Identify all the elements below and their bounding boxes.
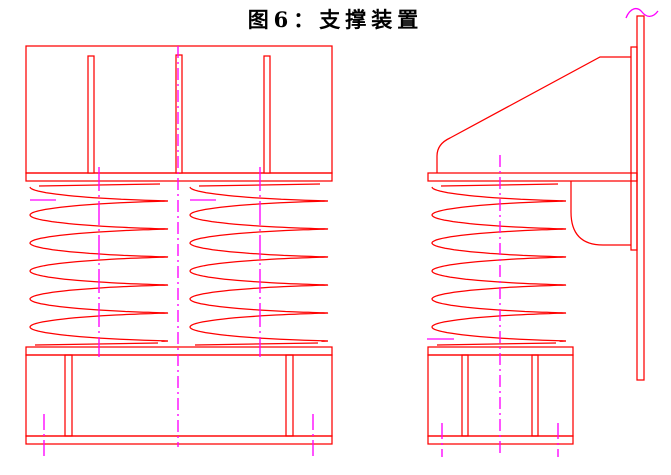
side-gusset <box>436 56 631 173</box>
front-bolt-middle <box>175 54 183 174</box>
side-bent-plate <box>570 181 631 246</box>
side-spring <box>431 183 567 346</box>
column-break-symbol <box>625 7 659 19</box>
figure-title: 图6：支撑装置 <box>247 7 424 32</box>
front-base-flange <box>25 435 333 445</box>
front-base-rib-left <box>64 354 73 437</box>
side-column <box>636 15 645 381</box>
side-view <box>427 15 645 445</box>
front-spring-right <box>189 183 329 346</box>
side-base-rib-right <box>531 354 539 437</box>
side-column-flange <box>630 46 638 251</box>
side-base-rib-left <box>461 354 469 437</box>
front-bolt-left <box>87 55 95 174</box>
front-base-rib-right <box>285 354 294 437</box>
front-base-plate <box>25 346 333 356</box>
front-top-flange <box>25 172 333 182</box>
side-top-plate <box>427 172 638 182</box>
front-bolt-right <box>263 55 271 174</box>
centerlines <box>30 7 659 459</box>
front-view <box>25 45 333 445</box>
